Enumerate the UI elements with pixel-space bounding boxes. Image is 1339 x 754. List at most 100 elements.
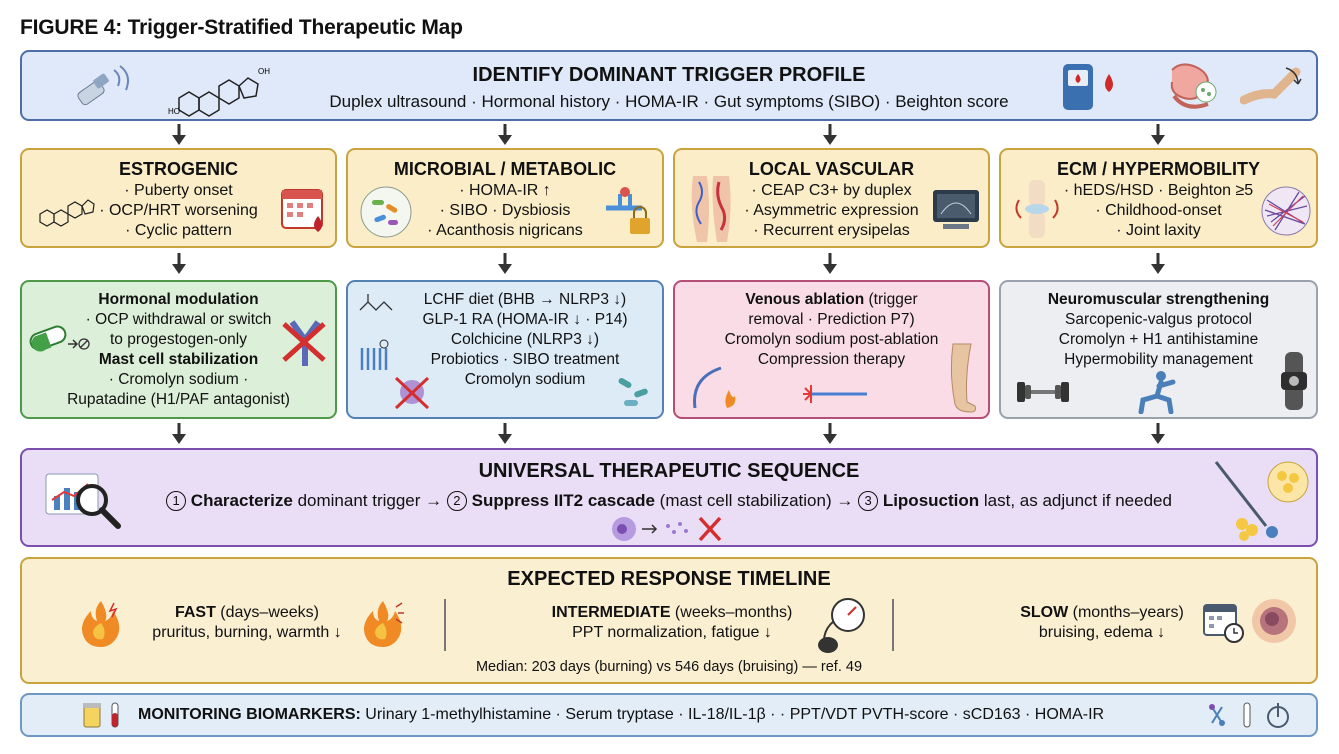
step-number: 2 [446, 491, 467, 511]
magnifier-chart-icon [45, 473, 121, 529]
arrow-down-icon [823, 423, 837, 444]
therapy-line: · OCP withdrawal or switch [85, 311, 272, 328]
step-2-rest: (mast cell stabilization) → [654, 491, 854, 510]
therapy-line: (trigger [864, 291, 918, 308]
arrow-down-icon [823, 253, 837, 274]
trigger-local-vascular-box: LOCAL VASCULAR · CEAP C3+ by duplex · As… [673, 148, 990, 248]
ultrasound-monitor-icon [933, 190, 979, 229]
arrow-down-icon [498, 124, 512, 145]
arrow-down-icon [172, 124, 186, 145]
therapy-line: Colchicine (NLRP3 ↓) [450, 331, 600, 348]
slow-desc: bruising, edema ↓ [1038, 624, 1166, 641]
arrow-down-icon [1151, 124, 1165, 145]
timeline-divider [444, 599, 446, 651]
trigger-line: · hEDS/HSD · Beighton ≥5 [1063, 181, 1254, 199]
svg-text:OH: OH [258, 67, 270, 76]
therapy-line: LCHF diet (BHB → NLRP3 ↓) [423, 291, 627, 308]
steroid-molecule-icon [39, 199, 95, 227]
timeline-divider [892, 599, 894, 651]
therapy-vascular-box: Venous ablation (trigger removal · Predi… [673, 280, 990, 419]
trigger-line: · SIBO · Dysbiosis [439, 201, 571, 219]
universal-sequence-text: 1 Characterize dominant trigger → 2 Supp… [22, 491, 1316, 511]
therapy-heading: Hormonal modulation [98, 291, 259, 308]
therapy-metabolic-box: LCHF diet (BHB → NLRP3 ↓) GLP-1 RA (HOMA… [346, 280, 664, 419]
pill-capsule-icon [29, 325, 90, 352]
therapy-line: Hypermobility management [1064, 351, 1253, 368]
fast-range: (days–weeks) [215, 604, 320, 621]
therapy-line: Cromolyn + H1 antihistamine [1058, 331, 1259, 348]
therapy-hormonal-box: Hormonal modulation · OCP withdrawal or … [20, 280, 337, 419]
calendar-icon [281, 189, 323, 232]
glp1-receptor-icon [360, 339, 389, 370]
trigger-line: · Cyclic pattern [125, 221, 232, 239]
fast-label: FAST [174, 604, 216, 621]
trigger-line: · OCP/HRT worsening [99, 201, 258, 219]
therapy-line: · Cromolyn sodium · [108, 371, 249, 388]
lunge-exercise-icon [1138, 371, 1176, 414]
step-1-rest: dominant trigger → [292, 491, 443, 510]
trigger-ecm-hypermobility-box: ECM / HYPERMOBILITY · hEDS/HSD · Beighto… [999, 148, 1318, 248]
arrow-down-icon [172, 253, 186, 274]
laser-beam-icon [803, 385, 867, 403]
step-1-bold: Characterize [190, 491, 293, 510]
step-3-rest: last, as adjunct if needed [979, 491, 1172, 510]
liposuction-cannula-icon [1214, 461, 1309, 541]
bruise-icon [1252, 599, 1296, 643]
mast-cell-degranulation-icon [612, 516, 722, 542]
intestine-icon [1170, 63, 1217, 109]
arrow-down-icon [498, 253, 512, 274]
trigger-title: LOCAL VASCULAR [748, 159, 915, 179]
glucometer-icon [1063, 64, 1113, 110]
therapy-ecm-box: Neuromuscular strengthening Sarcopenic-v… [999, 280, 1318, 419]
ketone-molecule-icon [359, 294, 393, 311]
monitoring-label: MONITORING BIOMARKERS: [138, 706, 361, 723]
calendar-clock-icon [1203, 604, 1244, 643]
trigger-microbial-metabolic-box: MICROBIAL / METABOLIC · HOMA-IR ↑ · SIBO… [346, 148, 664, 248]
therapy-heading: Mast cell stabilization [98, 351, 259, 368]
therapy-line: removal · Prediction P7) [748, 311, 915, 328]
trigger-estrogenic-box: ESTROGENIC · Puberty onset · OCP/HRT wor… [20, 148, 337, 248]
trigger-title: MICROBIAL / METABOLIC [393, 159, 617, 179]
step-number: 3 [858, 491, 879, 511]
timeline-intermediate: INTERMEDIATE (weeks–months) PPT normaliz… [522, 603, 822, 643]
therapy-heading: Venous ablation [745, 291, 865, 308]
monitoring-text: MONITORING BIOMARKERS: Urinary 1-methylh… [138, 706, 1104, 724]
fire-icon [82, 601, 120, 647]
blocked-inflammasome-icon [394, 376, 430, 410]
lab-equipment-icon [1209, 702, 1289, 728]
step-3-bold: Liposuction [882, 491, 980, 510]
compression-leg-icon [950, 343, 976, 413]
figure-title: FIGURE 4: Trigger-Stratified Therapeutic… [20, 16, 463, 39]
trigger-line: · Childhood-onset [1095, 201, 1222, 219]
arrow-down-icon [498, 423, 512, 444]
trigger-line: · HOMA-IR ↑ [459, 181, 551, 199]
knee-joint-icon [1015, 180, 1059, 238]
blocked-receptor-icon [282, 320, 326, 366]
therapy-line: Probiotics · SIBO treatment [430, 351, 620, 368]
step-number: 1 [166, 491, 187, 511]
identify-trigger-box: IDENTIFY DOMINANT TRIGGER PROFILE Duplex… [20, 50, 1318, 121]
insulin-receptor-lock-icon [606, 187, 650, 234]
timeline-title: EXPECTED RESPONSE TIMELINE [507, 568, 831, 590]
identify-subtitle: Duplex ultrasound · Hormonal history · H… [329, 92, 1009, 111]
probiotic-bacteria-icon [618, 378, 648, 406]
response-timeline-box: EXPECTED RESPONSE TIMELINE FAST (days–we… [20, 557, 1318, 684]
steroid-molecule-icon: HO OH [168, 67, 270, 117]
arrow-down-icon [172, 423, 186, 444]
svg-text:HO: HO [168, 107, 180, 116]
step-2-bold: Suppress IIT2 cascade [471, 491, 655, 510]
slow-range: (months–years) [1068, 604, 1184, 621]
urine-tube-icon [83, 702, 119, 728]
monitoring-biomarkers-box: MONITORING BIOMARKERS: Urinary 1-methylh… [20, 693, 1318, 737]
bacteria-icon [360, 186, 412, 238]
trigger-line: · Asymmetric expression [744, 201, 919, 219]
dumbbell-icon [1017, 382, 1069, 402]
therapy-line: Compression therapy [757, 351, 906, 368]
arrow-down-icon [1151, 423, 1165, 444]
monitoring-list: Urinary 1-methylhistamine · Serum trypta… [360, 706, 1105, 723]
knee-brace-icon [1281, 352, 1307, 410]
trigger-line: · CEAP C3+ by duplex [751, 181, 912, 199]
intermediate-range: (weeks–months) [670, 604, 793, 621]
universal-title: UNIVERSAL THERAPEUTIC SEQUENCE [478, 460, 860, 482]
hypermobile-finger-icon [1240, 67, 1302, 105]
